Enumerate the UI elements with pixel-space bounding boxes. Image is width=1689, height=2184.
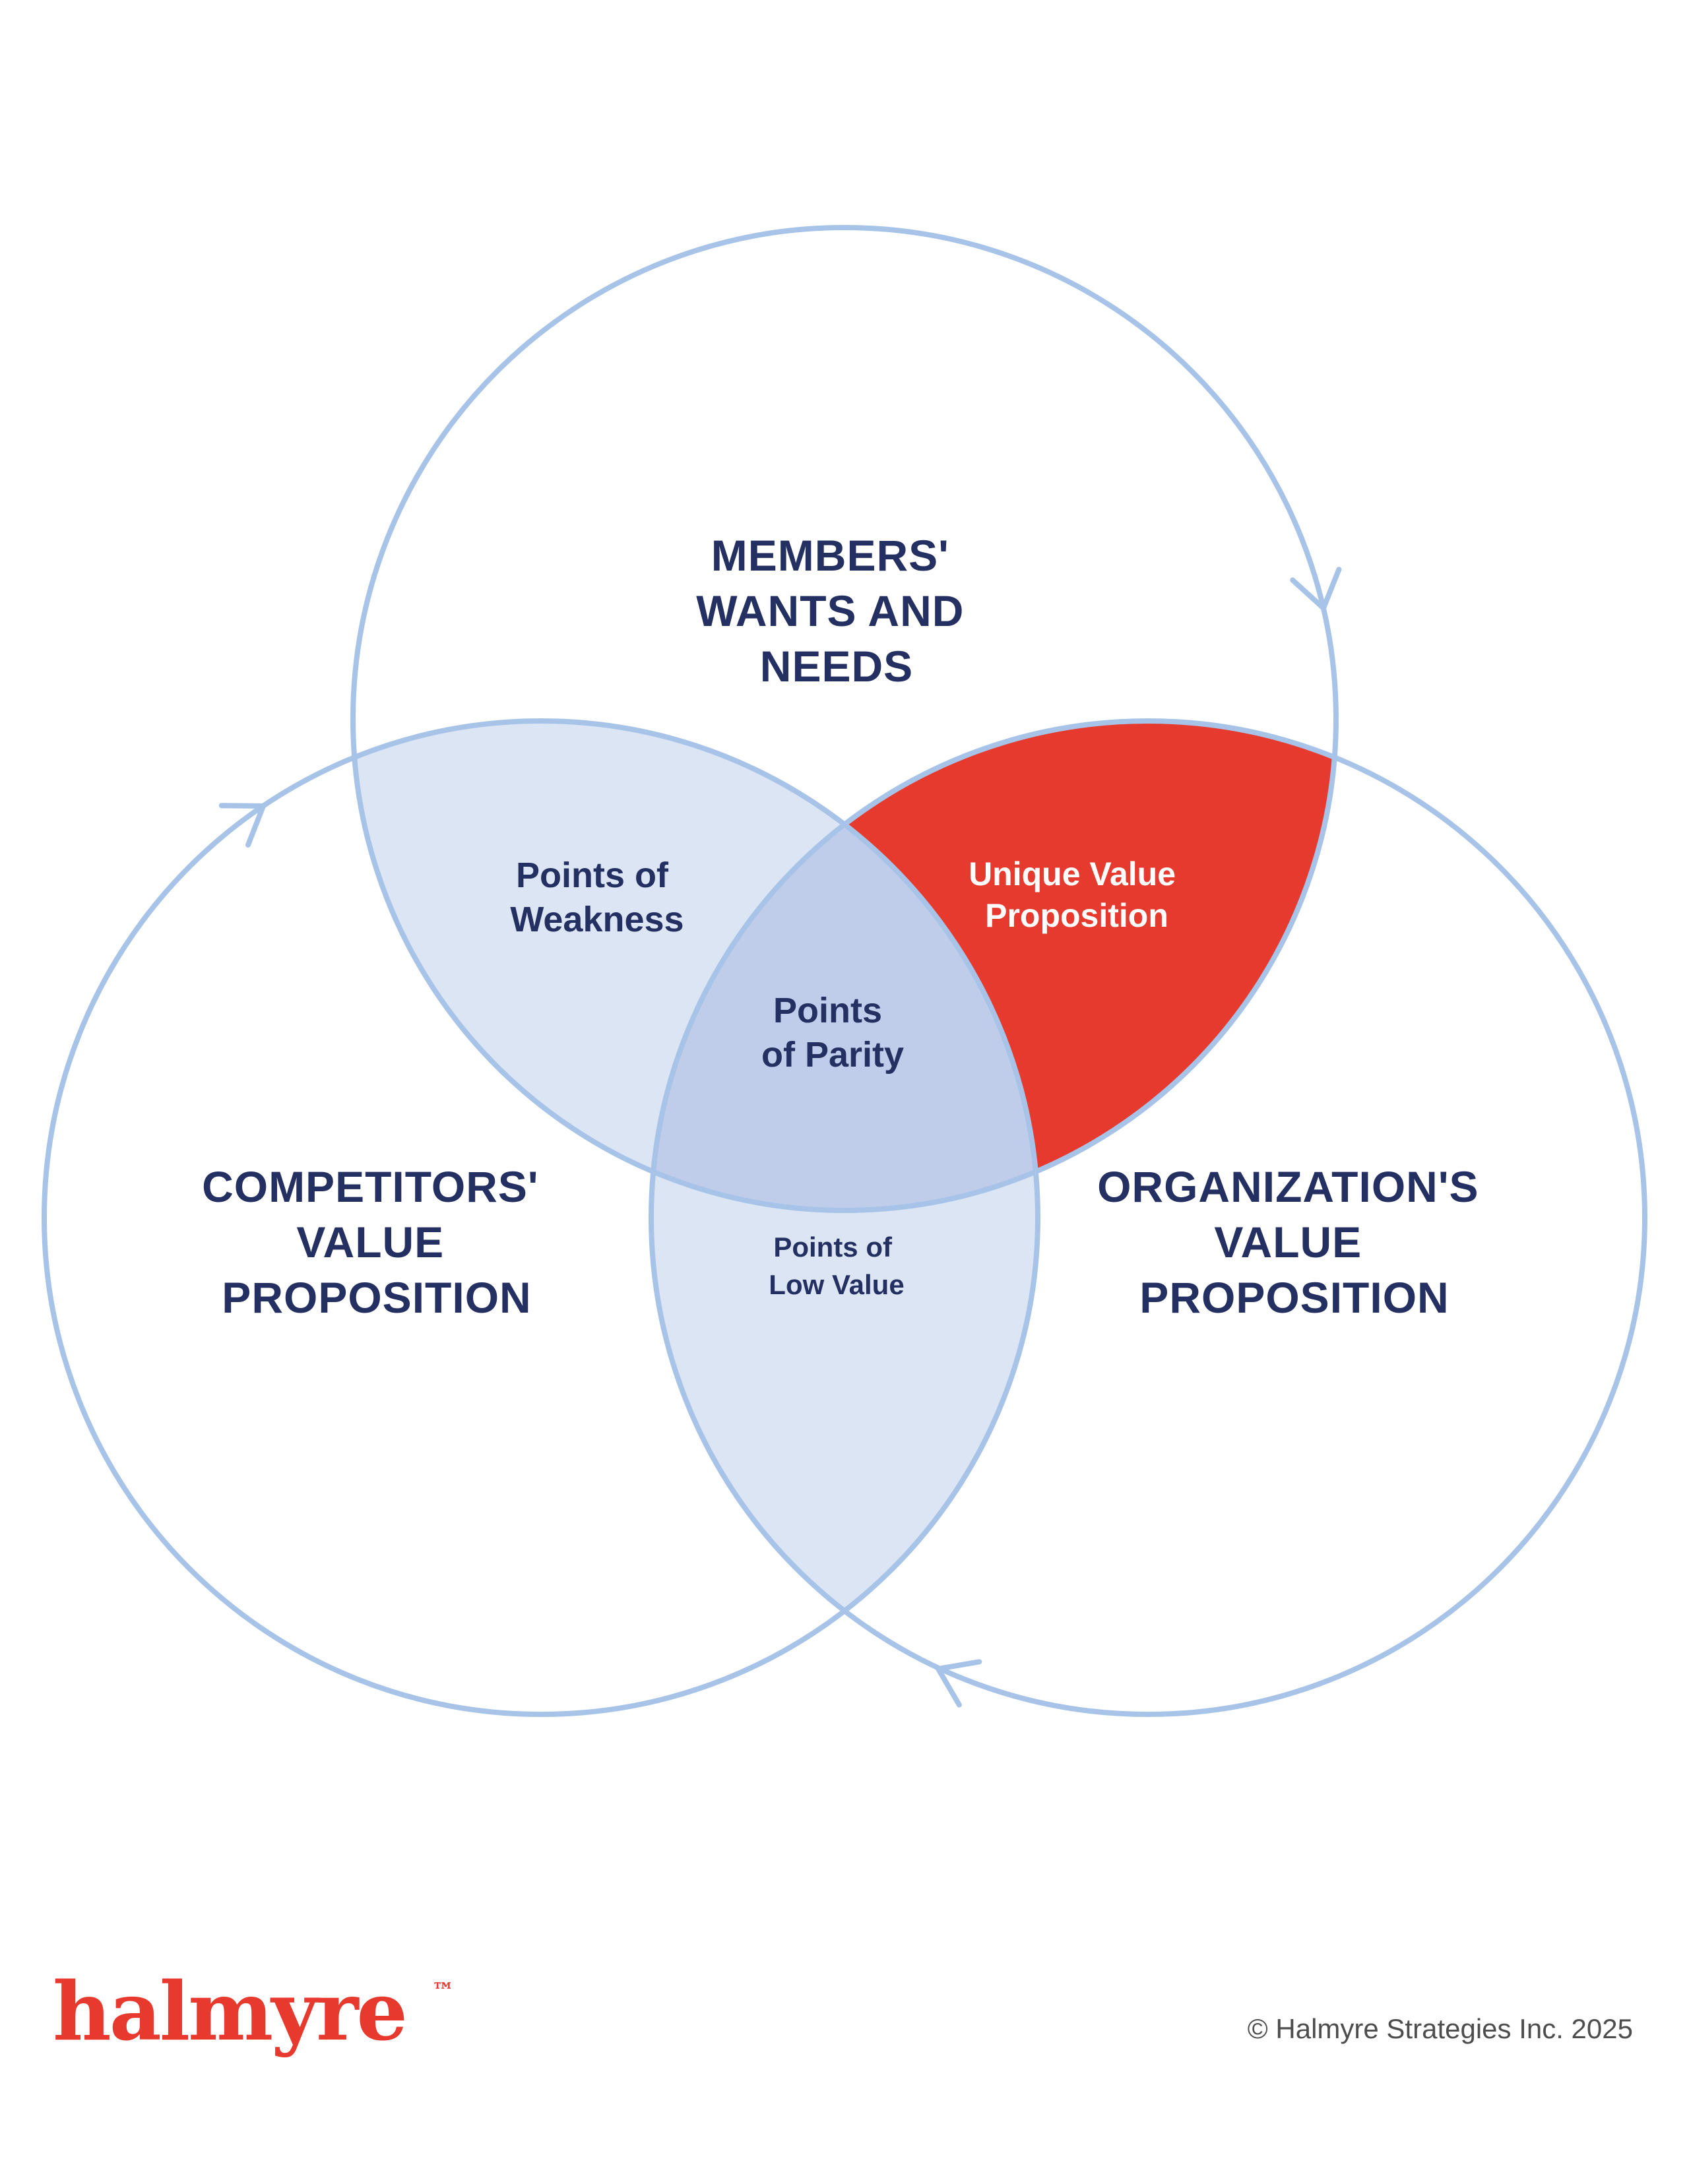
label-line: Points of <box>516 856 669 895</box>
label-line: ORGANIZATION'S <box>1097 1162 1479 1211</box>
logo-trademark: ™ <box>431 1978 452 2005</box>
overlap-top-left-region <box>353 721 1038 1210</box>
halmyre-logo: halmyre ™ <box>53 1964 452 2059</box>
label-line: of Parity <box>761 1035 904 1075</box>
label-line: Unique Value <box>969 856 1176 892</box>
top-circle-outline <box>350 225 1339 1213</box>
label-line: VALUE <box>1214 1218 1362 1266</box>
label-line: PROPOSITION <box>1139 1273 1449 1322</box>
label-line: MEMBERS' <box>711 531 949 580</box>
label-line: NEEDS <box>760 642 913 691</box>
points-of-low-value-label: Points of Low Value <box>769 1232 904 1300</box>
label-line: Proposition <box>985 897 1168 934</box>
members-wants-needs-label: MEMBERS' WANTS AND NEEDS <box>696 531 977 691</box>
competitors-value-proposition-label: COMPETITORS' VALUE PROPOSITION <box>202 1162 552 1322</box>
label-line: Low Value <box>769 1269 904 1300</box>
cycle-arrowhead-top-right-icon <box>1290 567 1342 611</box>
organizations-value-proposition-label: ORGANIZATION'S VALUE PROPOSITION <box>1097 1162 1492 1322</box>
overlap-top-right-fill <box>651 721 1336 1210</box>
label-line: Weakness <box>510 900 684 939</box>
logo-wordmark: halmyre <box>53 1964 406 2059</box>
label-line: PROPOSITION <box>222 1273 531 1322</box>
label-line: COMPETITORS' <box>202 1162 539 1211</box>
label-line: VALUE <box>296 1218 444 1266</box>
left-circle-outline <box>42 718 1040 1717</box>
label-line: WANTS AND <box>696 586 964 635</box>
label-line: Points of <box>773 1232 893 1263</box>
points-of-parity-label: Points of Parity <box>761 991 904 1075</box>
unique-value-proposition-label: Unique Value Proposition <box>969 856 1185 934</box>
cycle-arrowhead-left-icon <box>218 803 266 848</box>
overlap-top-left-fill <box>353 721 1038 1210</box>
label-line: Points <box>773 991 882 1030</box>
overlap-top-right-region <box>651 721 1336 1210</box>
points-of-weakness-label: Points of Weakness <box>510 856 684 939</box>
copyright-text: © Halmyre Strategies Inc. 2025 <box>1248 2013 1633 2044</box>
right-circle-outline <box>649 718 1647 1717</box>
cycle-arrowhead-bottom-icon <box>936 1659 982 1708</box>
